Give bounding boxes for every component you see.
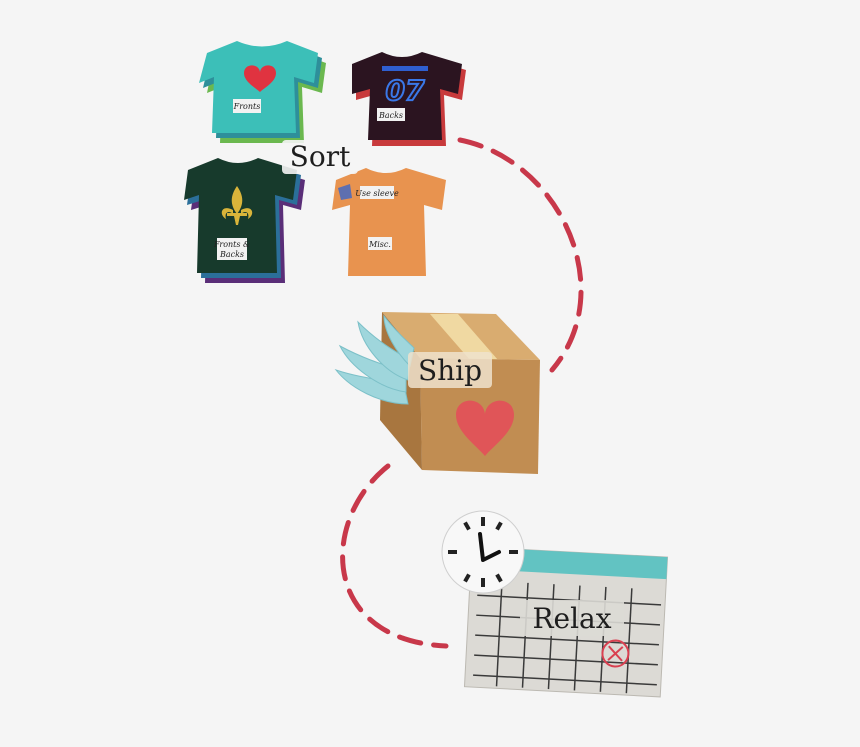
use-sleeve-tag-text: Use sleeve xyxy=(355,189,399,198)
ship-label: Ship xyxy=(418,354,482,387)
heart-icon xyxy=(244,65,276,92)
fronts-backs-tag-line1: Fronts & xyxy=(213,240,250,249)
clock-icon xyxy=(441,510,525,594)
fronts-tag xyxy=(233,99,261,113)
backs-tag-text: Backs xyxy=(378,111,403,120)
fronts-backs-tag-line2: Backs xyxy=(219,250,244,259)
jersey-number: 07 xyxy=(386,74,425,107)
tshirt-icon: 07 Backs xyxy=(352,52,466,146)
heart-icon xyxy=(456,400,514,456)
use-sleeve-tag xyxy=(360,186,394,199)
calendar-mark-circle xyxy=(601,639,630,668)
wing-icon xyxy=(334,314,415,405)
misc-tag-text: Misc. xyxy=(368,240,391,249)
fronts-tag-text: Fronts xyxy=(233,102,261,111)
dashed-path xyxy=(340,137,584,649)
relax-label: Relax xyxy=(532,602,611,635)
tshirt-icon: Fronts xyxy=(199,41,326,143)
misc-tag xyxy=(368,237,392,250)
fleur-de-lis-icon xyxy=(221,186,253,225)
tshirt-icon: Fronts & Backs xyxy=(184,158,305,283)
tshirt-icon: Use sleeve Misc. xyxy=(332,168,446,276)
fronts-backs-tag xyxy=(217,238,247,260)
backs-tag xyxy=(377,108,405,121)
sort-label: Sort xyxy=(290,140,351,173)
